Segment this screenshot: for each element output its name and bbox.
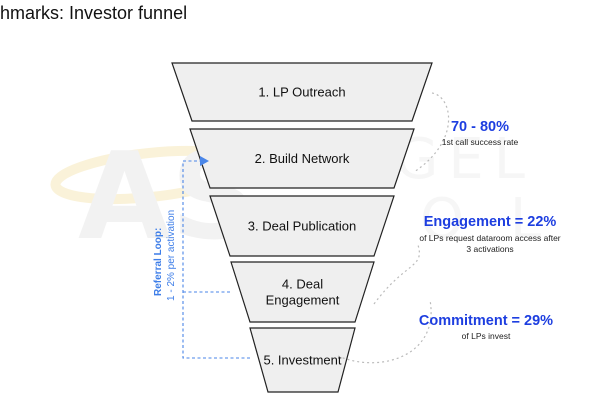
metric-engagement: Engagement = 22% of LPs request dataroom … [419, 214, 560, 254]
funnel-stage-build-network: 2. Build Network [189, 128, 415, 189]
funnel-stage-deal-publication: 3. Deal Publication [209, 195, 395, 257]
metric-connector [337, 299, 432, 364]
referral-loop-label: Referral Loop: [153, 228, 164, 296]
funnel: 1. LP Outreach 2. Build Network 3. Deal Pu… [171, 62, 433, 393]
metric-headline: Commitment = 29% [419, 313, 553, 329]
referral-loop: Referral Loop:1 - 2% per activation [153, 156, 250, 359]
watermark-text: O L [420, 187, 555, 252]
funnel-stage-label: 3. Deal Publication [248, 219, 356, 234]
funnel-stage-label: Engagement [266, 293, 340, 308]
metric-outreach-rate: 70 - 80% 1st call success rate [442, 119, 519, 147]
referral-loop-detail: 1 - 2% per activation [166, 210, 177, 301]
metric-commitment: Commitment = 29% of LPs invest [419, 313, 553, 341]
metric-connector [413, 92, 450, 173]
funnel-stage-label: 5. Investment [263, 353, 341, 368]
funnel-stage-label: 4. Deal [282, 277, 323, 292]
metric-headline: 70 - 80% [451, 119, 509, 135]
funnel-stage-shape [189, 128, 415, 189]
connectors [337, 92, 450, 364]
referral-loop-line [182, 160, 250, 359]
metrics: 70 - 80% 1st call success rateEngagement … [419, 119, 561, 341]
funnel-stage-lp-outreach: 1. LP Outreach [171, 62, 433, 122]
funnel-stage-shape [209, 195, 395, 257]
funnel-stage-shape [171, 62, 433, 122]
funnel-stage-shape [230, 261, 375, 323]
metric-headline: Engagement = 22% [424, 214, 557, 230]
metric-subtext: 1st call success rate [442, 137, 519, 147]
funnel-stage-investment: 5. Investment [249, 327, 356, 393]
funnel-stage-label: 2. Build Network [255, 151, 350, 166]
funnel-stage-label: 1. LP Outreach [258, 85, 345, 100]
metric-connector [373, 244, 420, 305]
metric-subtext: of LPs request dataroom access after [419, 233, 560, 243]
page-title: hmarks: Investor funnel [0, 3, 188, 23]
metric-subtext: of LPs invest [462, 331, 511, 341]
metric-subtext: 3 activations [466, 244, 513, 254]
referral-loop-arrowhead [200, 156, 209, 166]
watermark-text: GEL [395, 127, 535, 192]
funnel-stage-shape [249, 327, 356, 393]
